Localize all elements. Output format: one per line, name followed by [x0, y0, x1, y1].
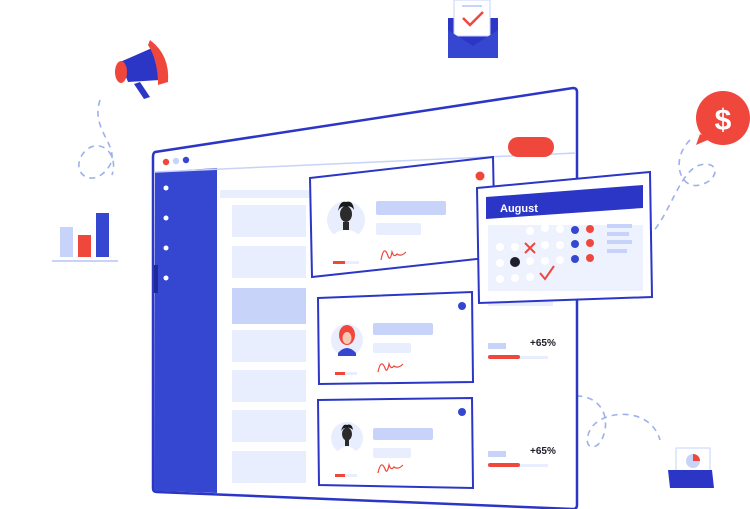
- svg-text:$: $: [715, 104, 732, 137]
- avatar: [331, 324, 363, 356]
- dashed-curves: [78, 99, 716, 448]
- check-icon: [539, 265, 555, 281]
- profile-card[interactable]: [316, 396, 475, 490]
- dollar-bubble-icon: $: [696, 91, 750, 145]
- calendar-header: [486, 185, 643, 219]
- window-min-dot[interactable]: [172, 157, 180, 165]
- calendar-panel[interactable]: August: [475, 170, 654, 305]
- stat-value-1: +65%: [530, 338, 556, 349]
- signature-icon: [380, 249, 407, 261]
- list-row-selected[interactable]: [232, 288, 306, 324]
- header-action-button[interactable]: [508, 137, 554, 157]
- profile-card[interactable]: [308, 155, 497, 279]
- list-row[interactable]: [232, 410, 306, 442]
- sidebar-active-indicator: [154, 265, 158, 293]
- sidebar-item-1[interactable]: [163, 185, 169, 191]
- bar-chart-icon: [52, 213, 118, 262]
- window-max-dot[interactable]: [182, 156, 190, 164]
- calendar-today[interactable]: [510, 257, 520, 267]
- pie-folder-icon: [668, 447, 714, 488]
- megaphone-icon: [115, 40, 169, 99]
- sidebar-item-3[interactable]: [163, 245, 169, 251]
- signature-icon: [377, 462, 404, 474]
- sidebar-item-4[interactable]: [163, 275, 169, 281]
- list-row[interactable]: [232, 370, 306, 402]
- calendar-days[interactable]: [496, 224, 594, 283]
- status-dot: [475, 171, 485, 181]
- status-dot: [458, 408, 466, 416]
- avatar: [327, 201, 365, 243]
- mail-check-icon: [448, 0, 498, 58]
- stat-value-2: +65%: [530, 446, 556, 457]
- window-close-dot[interactable]: [162, 158, 170, 166]
- list-row[interactable]: [232, 330, 306, 362]
- avatar: [331, 422, 363, 454]
- sidebar: [154, 168, 217, 493]
- list-row[interactable]: [232, 246, 306, 278]
- list-row[interactable]: [232, 205, 306, 237]
- profile-card[interactable]: [316, 290, 475, 386]
- calendar-month: August: [500, 203, 538, 215]
- status-dot: [458, 302, 466, 310]
- signature-icon: [377, 361, 404, 373]
- list-row[interactable]: [232, 451, 306, 483]
- sidebar-item-2[interactable]: [163, 215, 169, 221]
- cross-icon: [524, 242, 536, 254]
